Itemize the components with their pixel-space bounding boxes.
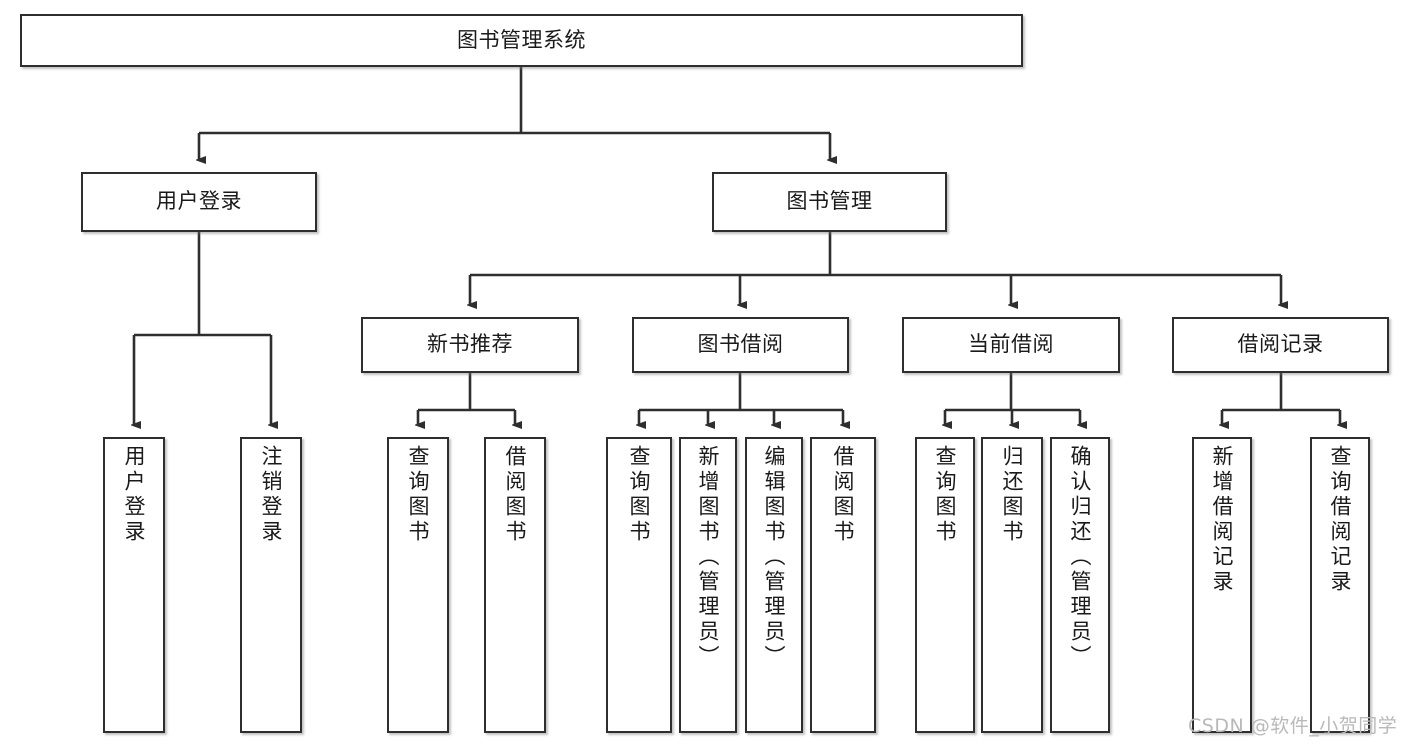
- node-leaf-query-book-2[interactable]: 查询图书: [606, 437, 672, 733]
- node-leaf-confirm-return[interactable]: 确认归还（管理员）: [1050, 437, 1110, 733]
- node-leaf-query-book-3[interactable]: 查询图书: [915, 437, 975, 733]
- node-leaf-return-book[interactable]: 归还图书: [981, 437, 1043, 733]
- node-leaf-confirm-return-label: 确认归还（管理员）: [1068, 445, 1093, 670]
- node-leaf-query-book-2-label: 查询图书: [627, 445, 652, 545]
- node-leaf-borrow-book-1-label: 借阅图书: [503, 445, 528, 545]
- node-leaf-query-record[interactable]: 查询借阅记录: [1310, 437, 1370, 733]
- node-leaf-add-book-label: 新增图书（管理员）: [696, 445, 721, 670]
- node-leaf-add-record-label: 新增借阅记录: [1210, 445, 1235, 595]
- node-book-borrow-label: 图书借阅: [697, 332, 784, 357]
- node-leaf-edit-book-label: 编辑图书（管理员）: [762, 445, 787, 670]
- node-leaf-query-book-1[interactable]: 查询图书: [387, 437, 449, 733]
- node-new-book-rec-label: 新书推荐: [427, 332, 513, 357]
- node-current-borrow[interactable]: 当前借阅: [902, 317, 1120, 373]
- node-user-login[interactable]: 用户登录: [81, 172, 317, 232]
- node-root[interactable]: 图书管理系统: [20, 14, 1023, 67]
- node-book-manage-label: 图书管理: [786, 189, 873, 214]
- node-leaf-edit-book[interactable]: 编辑图书（管理员）: [745, 437, 803, 733]
- node-current-borrow-label: 当前借阅: [968, 332, 1054, 357]
- node-leaf-add-book[interactable]: 新增图书（管理员）: [679, 437, 737, 733]
- node-leaf-user-login[interactable]: 用户登录: [103, 437, 165, 733]
- node-borrow-record[interactable]: 借阅记录: [1172, 317, 1389, 373]
- node-new-book-rec[interactable]: 新书推荐: [361, 317, 579, 373]
- node-leaf-user-login-label: 用户登录: [122, 445, 147, 545]
- node-leaf-logout[interactable]: 注销登录: [240, 437, 302, 733]
- node-leaf-query-record-label: 查询借阅记录: [1328, 445, 1353, 595]
- node-leaf-borrow-book-1[interactable]: 借阅图书: [484, 437, 546, 733]
- node-root-label: 图书管理系统: [457, 27, 586, 52]
- node-leaf-query-book-1-label: 查询图书: [406, 445, 431, 545]
- node-leaf-return-book-label: 归还图书: [1000, 445, 1025, 545]
- node-leaf-logout-label: 注销登录: [259, 445, 284, 545]
- watermark: CSDN @软件_小贺同学: [1188, 715, 1398, 737]
- node-leaf-borrow-book-2-label: 借阅图书: [831, 445, 856, 545]
- node-book-borrow[interactable]: 图书借阅: [632, 317, 849, 373]
- node-leaf-add-record[interactable]: 新增借阅记录: [1192, 437, 1252, 733]
- node-book-manage[interactable]: 图书管理: [712, 172, 947, 232]
- node-borrow-record-label: 借阅记录: [1237, 332, 1324, 357]
- node-leaf-borrow-book-2[interactable]: 借阅图书: [810, 437, 876, 733]
- node-user-login-label: 用户登录: [156, 189, 242, 214]
- node-leaf-query-book-3-label: 查询图书: [933, 445, 958, 545]
